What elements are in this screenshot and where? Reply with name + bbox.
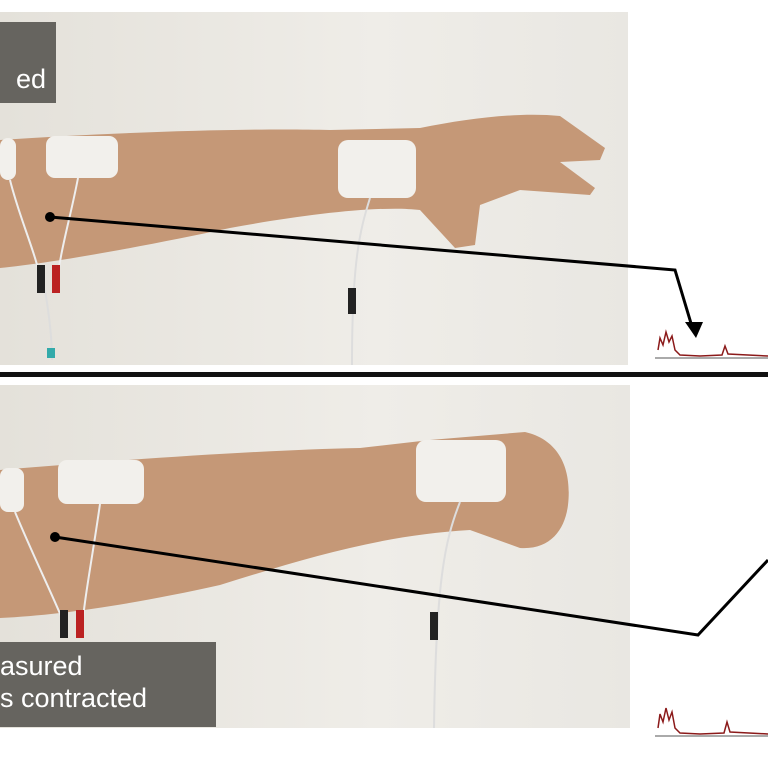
electrode (338, 140, 416, 198)
electrode (416, 440, 506, 502)
wire (433, 501, 461, 729)
lead-black (60, 610, 68, 638)
lead-black (430, 612, 438, 640)
emg-signal-top (655, 329, 768, 359)
arm-top (0, 114, 605, 269)
pointer-line (54, 535, 768, 637)
electrode (58, 460, 144, 504)
emg-signal-bottom (655, 707, 768, 737)
caption-line: asured (0, 651, 83, 681)
wire (351, 197, 371, 366)
pointer-line (49, 215, 695, 331)
lead-black (37, 265, 45, 293)
caption-line: s contracted (0, 683, 148, 713)
lead-blue (47, 348, 55, 358)
panel-divider (0, 372, 768, 377)
arrow-head (685, 322, 703, 338)
lead-red (76, 610, 84, 638)
electrode (46, 136, 118, 178)
lead-black (348, 288, 356, 314)
electrode (0, 138, 16, 180)
electrode (0, 468, 24, 512)
caption-line: ed (15, 64, 46, 94)
lead-red (52, 265, 60, 293)
caption-bottom: asured s contracted (0, 642, 216, 727)
caption-top: ed (0, 22, 56, 103)
